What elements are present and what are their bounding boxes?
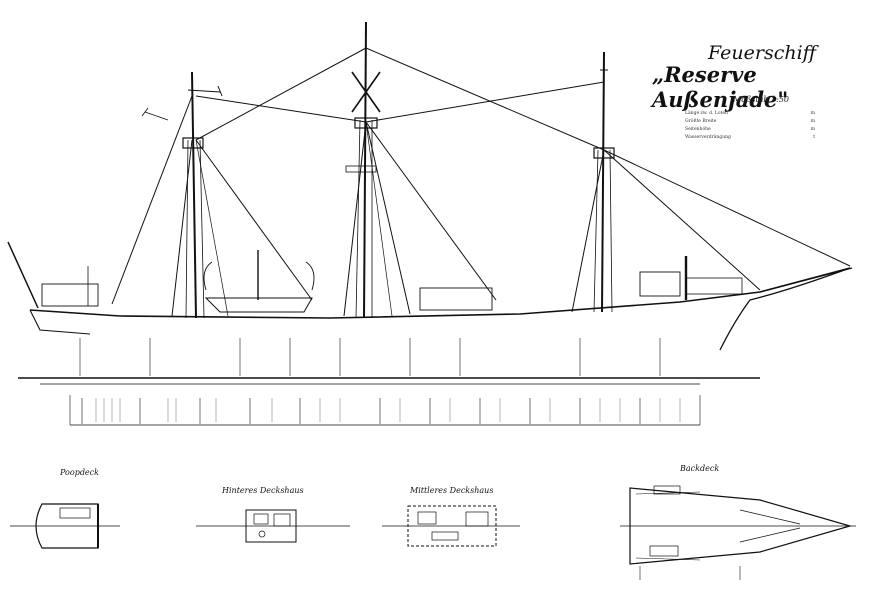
bowsprit xyxy=(759,267,853,293)
shroud xyxy=(171,139,193,317)
label-poop-deck: Poopdeck xyxy=(60,468,99,477)
aft-deckhouse-elevation xyxy=(41,283,99,307)
fore-mast xyxy=(601,51,605,313)
stay xyxy=(365,81,605,123)
shroud xyxy=(571,149,605,313)
hull-bow xyxy=(719,267,851,351)
lifeboat xyxy=(204,297,313,313)
mid-deckhouse-elevation xyxy=(419,287,493,311)
label-forecastle: Backdeck xyxy=(680,464,720,473)
shroud xyxy=(343,121,367,317)
mid-deckhouse-plan xyxy=(382,505,520,547)
forecastle-house-elevation xyxy=(639,271,681,297)
label-aft-deckhouse: Hinteres Deckshaus xyxy=(222,486,304,495)
stern-boom xyxy=(7,241,39,309)
aft-deckhouse-plan xyxy=(196,509,350,543)
ship-name: „Reserve Außenjade" xyxy=(652,62,789,112)
shroud xyxy=(365,121,411,315)
poop-deck-plan xyxy=(10,503,120,549)
stay xyxy=(365,47,605,151)
main-mast xyxy=(363,21,367,319)
stay xyxy=(195,95,367,123)
hull-sheer-line xyxy=(29,267,851,319)
forecastle-plan xyxy=(620,485,856,580)
stay xyxy=(603,149,761,291)
stay xyxy=(195,47,367,141)
stay xyxy=(195,139,313,301)
shroud xyxy=(111,95,193,305)
label-mid-deckhouse: Mittleres Deckshaus xyxy=(410,486,494,495)
hull-stern xyxy=(29,309,91,335)
mizzen-mast xyxy=(191,71,197,319)
stay xyxy=(603,149,851,267)
stay xyxy=(365,121,497,301)
plan-title: Feuerschiff xyxy=(708,42,817,64)
scale-note: Maßstab 1:50 xyxy=(733,95,790,104)
